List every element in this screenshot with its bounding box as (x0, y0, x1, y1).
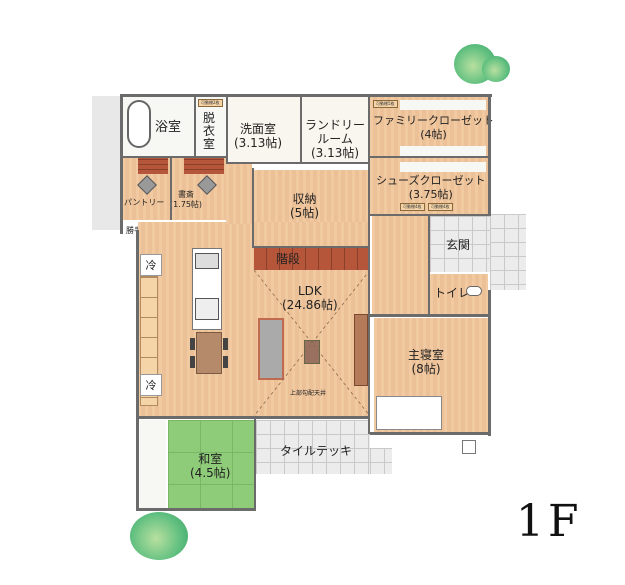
ceiling-lines (254, 270, 370, 416)
wall (428, 214, 430, 314)
bathtub (127, 100, 151, 148)
room-ldk-kitchen-ext (226, 162, 252, 224)
room-entrance (430, 216, 490, 272)
shelf-study (184, 158, 224, 174)
dining-chair (190, 356, 195, 368)
wall (120, 94, 492, 97)
label-shoe-closet: シューズクローゼット (3.75帖) (376, 174, 486, 201)
tile-deck (256, 420, 370, 474)
shoe-shelf (400, 162, 486, 172)
wall (226, 162, 370, 164)
wall (252, 246, 368, 248)
tree-icon (482, 56, 510, 82)
wall (370, 156, 490, 158)
tree-icon (130, 512, 188, 560)
wall (488, 290, 491, 436)
wall (370, 214, 490, 216)
dining-table (196, 332, 222, 374)
fridge-bottom: 冷 (140, 374, 162, 396)
label-tile-deck: タイルテッキ (280, 444, 353, 458)
label-ceiling-note: 上部勾配天井 (290, 390, 327, 397)
stove (195, 253, 219, 269)
tile-deck-ext (370, 448, 392, 474)
shelf-tag-family: 可動棚5枚 (373, 100, 398, 108)
japanese-room-closet (140, 420, 166, 508)
wall (120, 156, 226, 158)
label-bathroom: 浴室 (155, 120, 182, 135)
label-japanese-room: 和室 (4.5帖) (190, 452, 231, 480)
hallway (372, 216, 428, 316)
stairs (254, 248, 368, 270)
wall (120, 94, 123, 234)
wall (300, 94, 302, 164)
closet-shelf-top (400, 100, 486, 110)
closet-shelf-mid (400, 146, 486, 156)
kitchen-counter (140, 276, 158, 406)
label-stairs: 階段 (276, 252, 301, 266)
wall (252, 168, 254, 248)
wall (170, 156, 172, 220)
wall (488, 94, 491, 216)
dining-chair (223, 356, 228, 368)
room-washroom (228, 96, 300, 162)
wall (136, 416, 139, 510)
wall (370, 314, 490, 317)
wall (136, 230, 139, 420)
floor-label: 1F (516, 496, 583, 547)
wall (226, 94, 228, 164)
label-master-bedroom: 主寝室 (8帖) (408, 348, 445, 376)
wall (254, 416, 256, 510)
wall (370, 432, 490, 435)
wall (136, 508, 256, 511)
shelf-tag-shoe-2: 可動棚4枚 (428, 203, 453, 211)
sofa (258, 318, 284, 380)
label-washroom: 洗面室 (3.13帖) (234, 122, 283, 150)
wall (368, 94, 370, 434)
label-dressing: 脱 衣 室 (203, 111, 216, 151)
side-yard (92, 96, 120, 230)
shelf-tag-dressing: 可動棚2枚 (198, 99, 223, 107)
label-study: 書斎 (1.75帖) (170, 190, 203, 209)
label-pantry: パントリー (124, 198, 165, 207)
tv-board (354, 314, 368, 386)
shelf-tag-shoe-1: 可動棚4枚 (400, 203, 425, 211)
bed (376, 396, 442, 430)
room-japanese (168, 420, 254, 508)
ac-unit (462, 440, 476, 454)
toilet-bowl (466, 286, 482, 296)
dining-chair (223, 338, 228, 350)
label-storage: 収納 (5帖) (290, 192, 319, 220)
wall (194, 94, 196, 158)
sink (195, 298, 219, 320)
dining-chair (190, 338, 195, 350)
room-laundry (302, 96, 368, 162)
label-ldk: LDK (24.86帖) (282, 284, 338, 312)
fridge-top: 冷 (140, 254, 162, 276)
shelf-pantry (138, 158, 168, 174)
label-entrance: 玄関 (446, 238, 471, 252)
entrance-porch (490, 214, 526, 290)
label-family-closet: ファミリークローゼット (4帖) (373, 114, 494, 141)
label-laundry: ランドリー ルーム (3.13帖) (305, 118, 366, 160)
label-toilet: トイレ (434, 286, 471, 300)
wall (136, 416, 370, 419)
